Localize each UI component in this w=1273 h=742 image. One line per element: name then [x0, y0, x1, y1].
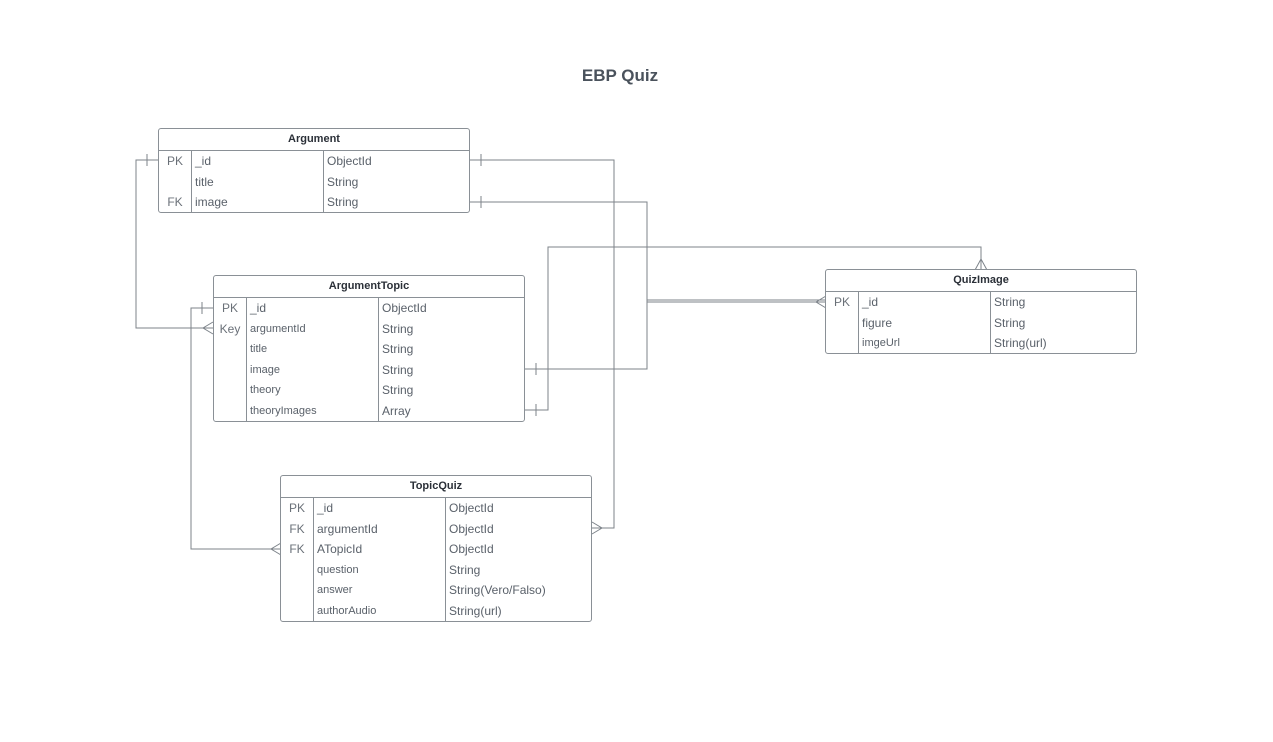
many-marker: [202, 321, 214, 335]
field-type-cell: String(url): [449, 603, 502, 618]
field-name-cell: theoryImages: [247, 400, 379, 421]
key-cell: [214, 339, 247, 360]
field-type-cell: ObjectId: [382, 301, 427, 315]
field-name-cell: ATopicId: [314, 539, 446, 560]
entity-header: QuizImage: [826, 270, 1136, 292]
field-name-cell: question: [314, 559, 446, 580]
many-marker: [591, 521, 603, 535]
field-type-cell: String: [382, 321, 414, 336]
field-type-cell: Array: [382, 403, 411, 418]
field-name-cell: image: [247, 359, 379, 380]
field-name-cell: imgeUrl: [859, 333, 991, 354]
key-cell: [826, 312, 859, 333]
entity-header: TopicQuiz: [281, 476, 591, 498]
field-name-cell: _id: [859, 292, 991, 313]
field-name-cell: _id: [314, 498, 446, 519]
key-cell: PK: [159, 151, 192, 172]
entity-header: ArgumentTopic: [214, 276, 524, 298]
field-type-cell: String: [994, 315, 1026, 330]
field-type-cell: String: [327, 174, 359, 189]
field-name-cell: figure: [859, 312, 991, 333]
field-type-cell: String: [327, 195, 359, 209]
field-name-cell: title: [192, 171, 324, 192]
key-cell: [826, 333, 859, 354]
rel-argument-topicquiz: [470, 159, 615, 529]
field-type-cell: String: [382, 383, 414, 397]
field-name-cell: argumentId: [314, 518, 446, 539]
key-cell: PK: [281, 498, 314, 519]
key-cell: [214, 359, 247, 380]
key-cell: FK: [159, 192, 192, 213]
field-name-cell: theory: [247, 380, 379, 401]
field-type-cell: String: [449, 562, 481, 577]
field-type-cell: String: [382, 342, 414, 356]
field-type-cell: String(url): [994, 336, 1047, 350]
many-marker: [270, 542, 282, 556]
field-name-cell: argumentId: [247, 318, 379, 339]
many-marker: [815, 295, 827, 309]
field-name-cell: answer: [314, 580, 446, 601]
rel-argument-quizimage: [470, 201, 826, 303]
field-name-cell: title: [247, 339, 379, 360]
key-cell: [159, 171, 192, 192]
field-name-cell: authorAudio: [314, 600, 446, 621]
entity-header: Argument: [159, 129, 469, 151]
rel-argumenttopic-quizimage: [525, 299, 826, 370]
key-cell: [214, 400, 247, 421]
key-cell: [214, 380, 247, 401]
key-cell: PK: [826, 292, 859, 313]
field-type-cell: ObjectId: [327, 154, 372, 168]
rel-theoryimages-quizimage: [525, 246, 982, 411]
key-cell: [281, 580, 314, 601]
field-type-cell: String: [382, 362, 414, 377]
field-type-cell: ObjectId: [449, 542, 494, 556]
many-marker: [974, 257, 988, 271]
field-name-cell: image: [192, 192, 324, 213]
key-cell: FK: [281, 539, 314, 560]
field-name-cell: _id: [192, 151, 324, 172]
key-cell: [281, 559, 314, 580]
key-cell: PK: [214, 298, 247, 319]
field-name-cell: _id: [247, 298, 379, 319]
field-type-cell: ObjectId: [449, 501, 494, 515]
key-cell: FK: [281, 518, 314, 539]
field-type-cell: ObjectId: [449, 521, 494, 536]
field-type-cell: String(Vero/Falso): [449, 583, 546, 597]
key-cell: Key: [214, 318, 247, 339]
field-type-cell: String: [994, 295, 1026, 309]
diagram-title: EBP Quiz: [581, 66, 659, 85]
key-cell: [281, 600, 314, 621]
